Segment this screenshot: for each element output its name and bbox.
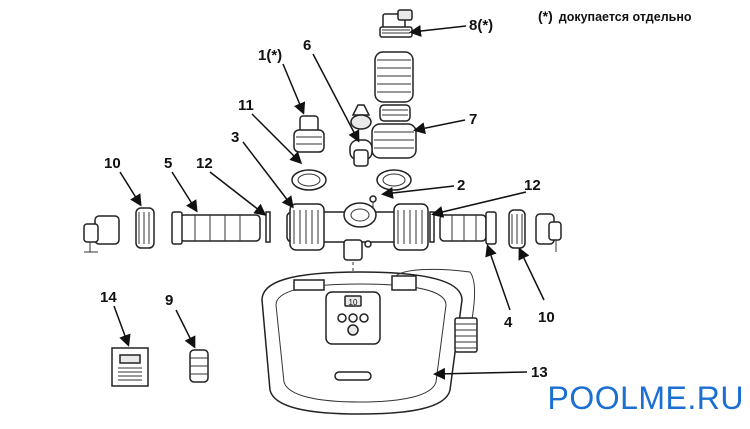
leader-2 <box>381 185 455 199</box>
screw-lower <box>364 240 372 248</box>
ring-nut-right-part <box>508 209 526 249</box>
callout-5: 5 <box>164 155 172 172</box>
asterisk-mark: (*) <box>538 8 553 24</box>
terminal-block <box>454 317 478 353</box>
leader-13 <box>433 367 528 380</box>
leader-11 <box>251 113 303 165</box>
callout-10-right: 10 <box>538 309 555 326</box>
leader-14 <box>113 305 131 347</box>
leader-9 <box>175 309 196 349</box>
gasket-left-part <box>265 211 271 243</box>
hose-fitting-part <box>379 9 413 38</box>
callout-7: 7 <box>469 111 477 128</box>
callout-9: 9 <box>165 292 173 309</box>
callout-12-right: 12 <box>524 177 541 194</box>
leader-3 <box>242 141 294 209</box>
flow-sensor-part <box>349 104 373 167</box>
leader-4 <box>485 244 511 311</box>
leader-1 <box>282 63 306 115</box>
callout-10-left: 10 <box>104 155 121 172</box>
watermark-logo: POOLME.RU <box>547 380 744 416</box>
callout-6: 6 <box>303 37 311 54</box>
callout-3: 3 <box>231 129 239 146</box>
leader-10b <box>518 247 545 301</box>
adapter-part <box>291 115 327 191</box>
callout-12-left: 12 <box>196 155 213 172</box>
electrode-right-part <box>439 211 497 245</box>
nut-part <box>189 349 209 383</box>
callout-4: 4 <box>504 314 513 331</box>
control-display: 10 <box>349 298 358 307</box>
callout-14: 14 <box>100 289 117 306</box>
manual-part <box>111 347 149 387</box>
leader-12b <box>431 191 527 218</box>
cell-housing-part <box>286 202 429 261</box>
end-connector-left <box>83 215 120 253</box>
callout-1: 1(*) <box>258 47 282 64</box>
leader-8 <box>409 25 467 37</box>
ring-nut-left-part <box>135 207 155 249</box>
control-unit-part: 10 <box>261 271 463 415</box>
callout-8: 8(*) <box>469 17 493 34</box>
leader-12a <box>209 171 267 216</box>
end-connector-right <box>535 213 562 252</box>
leader-5 <box>171 171 198 213</box>
leader-6 <box>312 53 360 143</box>
callout-13: 13 <box>531 364 548 381</box>
separately-purchased-note: (*) докупается отдельно <box>538 8 692 24</box>
callout-2: 2 <box>457 177 465 194</box>
power-cable <box>395 268 475 349</box>
note-text: докупается отдельно <box>558 10 692 24</box>
callout-11: 11 <box>238 97 254 114</box>
union-nut-adapter-part <box>371 51 417 191</box>
leader-10a <box>119 171 142 207</box>
leader-7 <box>413 119 466 135</box>
electrode-left-part <box>171 211 261 245</box>
screw-part <box>369 195 377 208</box>
gasket-right-part <box>429 211 435 243</box>
